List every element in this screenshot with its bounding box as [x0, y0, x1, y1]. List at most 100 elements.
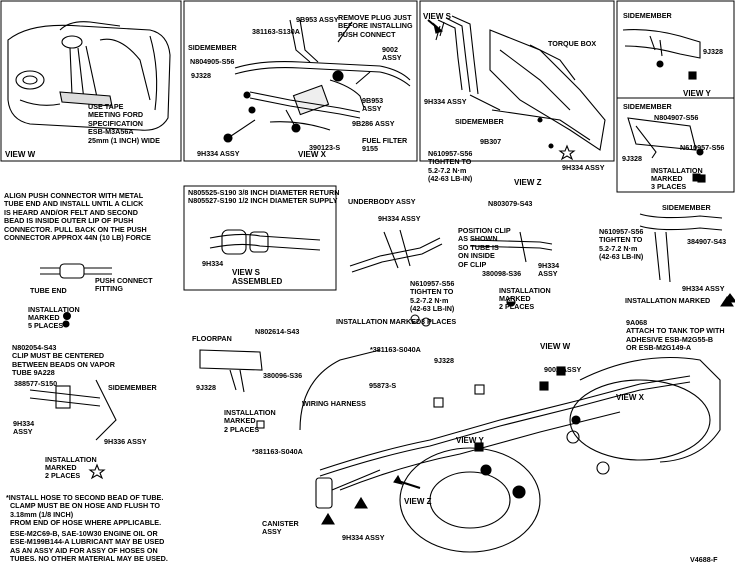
install-sq-n804907: N804907-S56 [654, 113, 699, 122]
underbody-caption: INSTALLATION MARKED [336, 317, 422, 326]
install-square-panel [616, 97, 735, 193]
main-9j328: 9J328 [434, 356, 454, 365]
view-s-assembled-header: N805525-S190 3/8 INCH DIAMETER RETURN N8… [188, 188, 340, 206]
view-z-n610957: N610957-S56 TIGHTEN TO 5.2-7.2 N·m (42-6… [428, 149, 473, 184]
main-view-x: VIEW X [616, 393, 645, 402]
push-connector-caption: INSTALLATION MARKED [28, 305, 80, 323]
position-clip-9h334: 9H334 ASSY [538, 261, 560, 279]
marker-triangle-install [720, 296, 734, 307]
view-s-assembled-sketch [209, 229, 321, 255]
main-9h334: 9H334 ASSY [342, 533, 385, 542]
view-s-assembled-title: VIEW S ASSEMBLED [232, 268, 283, 286]
install-tri-9h334: 9H334 ASSY [682, 284, 725, 293]
clip-note-sidemember: SIDEMEMBER [108, 383, 157, 392]
push-connector-places: 5 PLACES [28, 321, 64, 330]
push-connector-tube-end: TUBE END [30, 286, 67, 295]
view-s-9h334: 9H334 ASSY [424, 97, 467, 106]
view-x-n804905: N804905-S56 [190, 57, 235, 66]
main-381163-2: *381163-S040A [252, 447, 303, 456]
main-381163-1: *381163-S040A [370, 345, 421, 354]
marker-circle-underbody [410, 314, 420, 324]
position-clip-380098: 380098-S36 [482, 269, 522, 278]
install-square-sketch [627, 117, 706, 183]
main-95873: 95873-S [369, 381, 397, 390]
view-x-381163: 381163-S130A [252, 27, 300, 36]
marker-square-install [692, 173, 701, 182]
view-s-9b307: 9B307 [480, 137, 502, 146]
clip-note-9h334: 9H334 ASSY [13, 419, 35, 437]
view-s-assembled-9h334: 9H334 [202, 259, 224, 268]
view-s-title: VIEW S [423, 12, 452, 21]
main-9a068: 9A068 ATTACH TO TANK TOP WITH ADHESIVE E… [626, 318, 725, 353]
clip-note-sketch [29, 379, 117, 480]
install-tri-caption: INSTALLATION MARKED [625, 296, 711, 305]
view-x-panel [183, 0, 418, 162]
position-clip-n803079: N803079-S43 [488, 199, 533, 208]
marker-square-floorpan [256, 420, 265, 429]
view-w-panel [0, 0, 182, 162]
view-s-panel [419, 0, 615, 162]
view-y-sketch [622, 29, 701, 80]
main-view-z: VIEW Z [404, 497, 432, 506]
view-y-9j328: 9J328 [703, 47, 723, 56]
view-x-remove-plug: REMOVE PLUG JUST BEFORE INSTALLING PUSH … [338, 13, 413, 39]
floorpan-caption: INSTALLATION MARKED [224, 408, 276, 426]
install-sq-sidemember: SIDEMEMBER [623, 102, 672, 111]
clip-note-text: N802054-S43 CLIP MUST BE CENTERED BETWEE… [12, 343, 115, 378]
position-clip-note: POSITION CLIP AS SHOWN SO TUBE IS ON INS… [458, 226, 511, 269]
install-tri-sidemember: SIDEMEMBER [662, 203, 711, 212]
floorpan-9j328: 9J328 [196, 383, 216, 392]
underbody-places: 3 PLACES [421, 317, 457, 326]
clip-note-9h336: 9H336 ASSY [104, 437, 147, 446]
marker-circle-push [63, 312, 71, 320]
push-connector-fitting: PUSH CONNECT FITTING [95, 276, 153, 294]
footnote-text: *INSTALL HOSE TO SECOND BEAD OF TUBE. CL… [6, 493, 164, 528]
view-w-title: VIEW W [5, 150, 36, 159]
position-clip-caption: INSTALLATION MARKED [499, 286, 551, 304]
view-z-title: VIEW Z [514, 178, 542, 187]
main-view-w: VIEW W [540, 342, 571, 351]
view-x-390123: 390123-S [309, 143, 341, 152]
floorpan-label: FLOORPAN [192, 334, 232, 343]
view-y-title: VIEW Y [683, 89, 711, 98]
view-z-9h334: 9H334 ASSY [562, 163, 605, 172]
underbody-9h334: 9H334 ASSY [378, 214, 421, 223]
view-x-title: VIEW X [298, 150, 327, 159]
floorpan-places: 2 PLACES [224, 425, 260, 434]
main-doc-id: V4688-F [690, 555, 718, 564]
view-x-fuel-filter: FUEL FILTER 9155 [362, 136, 408, 154]
view-y-sidemember: SIDEMEMBER [623, 11, 672, 20]
clip-note-caption: INSTALLATION MARKED [45, 455, 97, 473]
floorpan-n802614: N802614-S43 [255, 327, 300, 336]
view-s-sketch [427, 15, 606, 161]
view-x-sketch [223, 19, 411, 143]
view-s-sidemember: SIDEMEMBER [455, 117, 504, 126]
main-wiring-harness: WIRING HARNESS [302, 399, 366, 408]
install-sq-caption: INSTALLATION MARKED [651, 166, 703, 184]
view-w-note: USE TAPE MEETING FORD SPECIFICATION ESB-… [88, 102, 160, 145]
main-assembly-sketch [299, 349, 721, 553]
install-tri-n610957: N610957-S56 TIGHTEN TO 5.2-7.2 N·m (42-6… [599, 227, 644, 262]
main-canister: CANISTER ASSY [262, 519, 299, 537]
view-s-torque-box: TORQUE BOX [548, 39, 597, 48]
view-x-9b953: 9B953 ASSY [296, 15, 339, 24]
clip-note-places: 2 PLACES [45, 471, 81, 480]
install-tri-384907: 384907-S43 [687, 237, 727, 246]
view-w-sketch [7, 21, 171, 131]
view-x-9b953b: 9B953 ASSY [362, 96, 384, 114]
push-connector-instructions: ALIGN PUSH CONNECTOR WITH METAL TUBE END… [4, 191, 151, 243]
install-sq-9j328: 9J328 [622, 154, 642, 163]
install-sq-n610957: N610957-S56 [680, 143, 725, 152]
install-sq-places: 3 PLACES [651, 182, 687, 191]
footnote-lube: ESE-M2C69-B, SAE-10W30 ENGINE OIL OR ESE… [10, 529, 168, 564]
view-x-9h334: 9H334 ASSY [197, 149, 240, 158]
underbody-n610957: N610957-S56 TIGHTEN TO 5.2-7.2 N·m (42-6… [410, 279, 455, 314]
main-9002: 9002 ASSY [544, 365, 582, 374]
view-x-9j328: 9J328 [191, 71, 211, 80]
floorpan-380096: 380096-S36 [263, 371, 303, 380]
view-s-assembled-panel [183, 185, 337, 291]
view-x-9002: 9002 ASSY [382, 45, 402, 63]
view-x-9b286: 9B286 ASSY [352, 119, 395, 128]
